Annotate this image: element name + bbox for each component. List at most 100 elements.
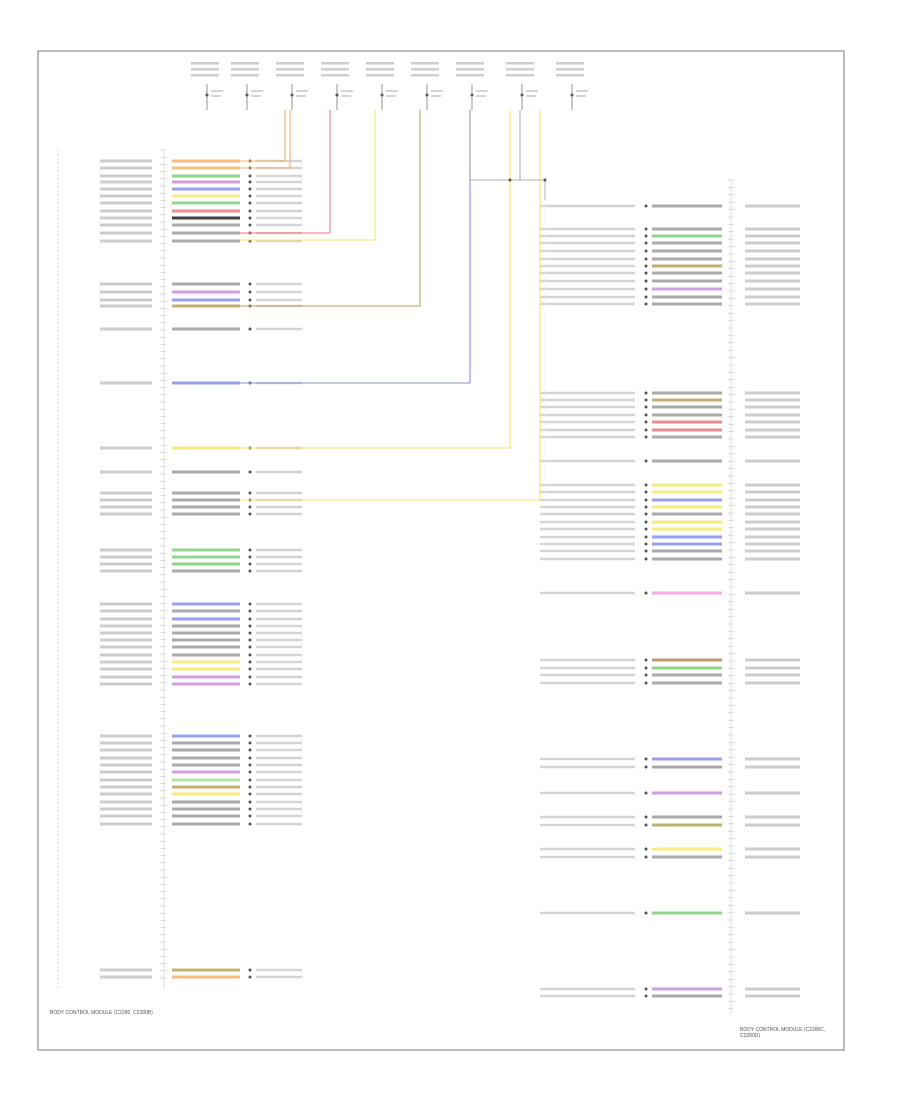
right-wire-stub [652,512,722,516]
right-row-label [745,847,800,851]
right-row-terminal [644,823,648,827]
left-row-dest [256,748,302,752]
left-row-label [100,505,152,509]
left-row-terminal [248,617,252,621]
right-row-source [540,994,635,998]
right-wire-stub [652,264,722,268]
left-row-terminal [248,282,252,286]
left-row-dest [256,682,302,686]
fuse-text-line [411,62,439,65]
right-row-label [745,520,800,524]
right-wire-stub [652,549,722,553]
left-row-dest [256,298,302,302]
right-row-source [540,257,635,261]
left-row-label [100,216,152,220]
right-wire-stub [652,757,722,761]
left-row-label [100,159,152,163]
left-row-label [100,491,152,495]
left-row-label [100,298,152,302]
left-row-terminal [248,778,252,782]
left-row-terminal [248,569,252,573]
right-wire-stub [652,420,722,424]
right-row-terminal [644,249,648,253]
left-wire-stub [172,734,240,738]
left-row-label [100,209,152,213]
right-row-source [540,435,635,439]
left-wire-stub [172,446,240,450]
right-row-terminal [644,673,648,677]
right-row-source [540,295,635,299]
left-row-dest [256,645,302,649]
right-row-terminal [644,271,648,275]
left-row-terminal [248,327,252,331]
right-row-source [540,765,635,769]
left-row-dest [256,785,302,789]
left-wire-stub [172,174,240,178]
left-row-label [100,194,152,198]
right-wire-stub [652,257,722,261]
left-wire-stub [172,231,240,235]
right-wire-stub [652,413,722,417]
right-row-terminal [644,490,648,494]
left-wire-stub [172,562,240,566]
fuse-text-line [191,68,219,71]
fuse-text-line [366,74,394,77]
fuse-text-line [231,68,259,71]
right-row-terminal [644,815,648,819]
left-wire-stub [172,201,240,205]
left-wire-stub [172,748,240,752]
right-row-label [745,295,800,299]
right-row-terminal [644,512,648,516]
left-row-terminal [248,822,252,826]
fuse-text-line [211,90,223,92]
fuse-text-line [231,74,259,77]
left-row-dest [256,975,302,979]
right-row-label [745,591,800,595]
left-row-terminal [248,209,252,213]
fuse-text-line [366,68,394,71]
left-row-terminal [248,180,252,184]
right-row-terminal [644,405,648,409]
right-row-label [745,498,800,502]
right-row-terminal [644,666,648,670]
left-row-terminal [248,968,252,972]
left-wire-stub [172,667,240,671]
fuse-text-line [251,95,261,97]
left-wire-stub [172,187,240,191]
left-row-terminal [248,741,252,745]
right-wire-stub [652,234,722,238]
right-row-label [745,911,800,915]
right-row-label [745,241,800,245]
left-row-label [100,282,152,286]
right-row-label [745,512,800,516]
right-connector-group [540,179,800,1015]
left-row-dest [256,569,302,573]
fuse-text-line [296,90,308,92]
right-wire-stub [652,490,722,494]
right-row-label [745,666,800,670]
left-row-dest [256,602,302,606]
right-row-terminal [644,413,648,417]
left-row-terminal [248,682,252,686]
left-row-label [100,304,152,308]
left-row-terminal [248,491,252,495]
left-wire-stub [172,166,240,170]
right-row-label [745,234,800,238]
left-row-label [100,734,152,738]
right-row-label [745,257,800,261]
fuse-text-line [211,95,221,97]
right-row-source [540,459,635,463]
right-row-terminal [644,264,648,268]
fuse-text-line [251,90,263,92]
left-row-label [100,223,152,227]
right-row-source [540,658,635,662]
left-row-dest [256,778,302,782]
right-row-label [745,505,800,509]
left-row-terminal [248,792,252,796]
left-wire-stub [172,548,240,552]
fuse-text-line [321,74,349,77]
right-module-label: BODY CONTROL MODULE (C2280C, C2280D) [740,1027,826,1039]
left-row-dest [256,770,302,774]
right-row-terminal [644,257,648,261]
left-row-terminal [248,555,252,559]
